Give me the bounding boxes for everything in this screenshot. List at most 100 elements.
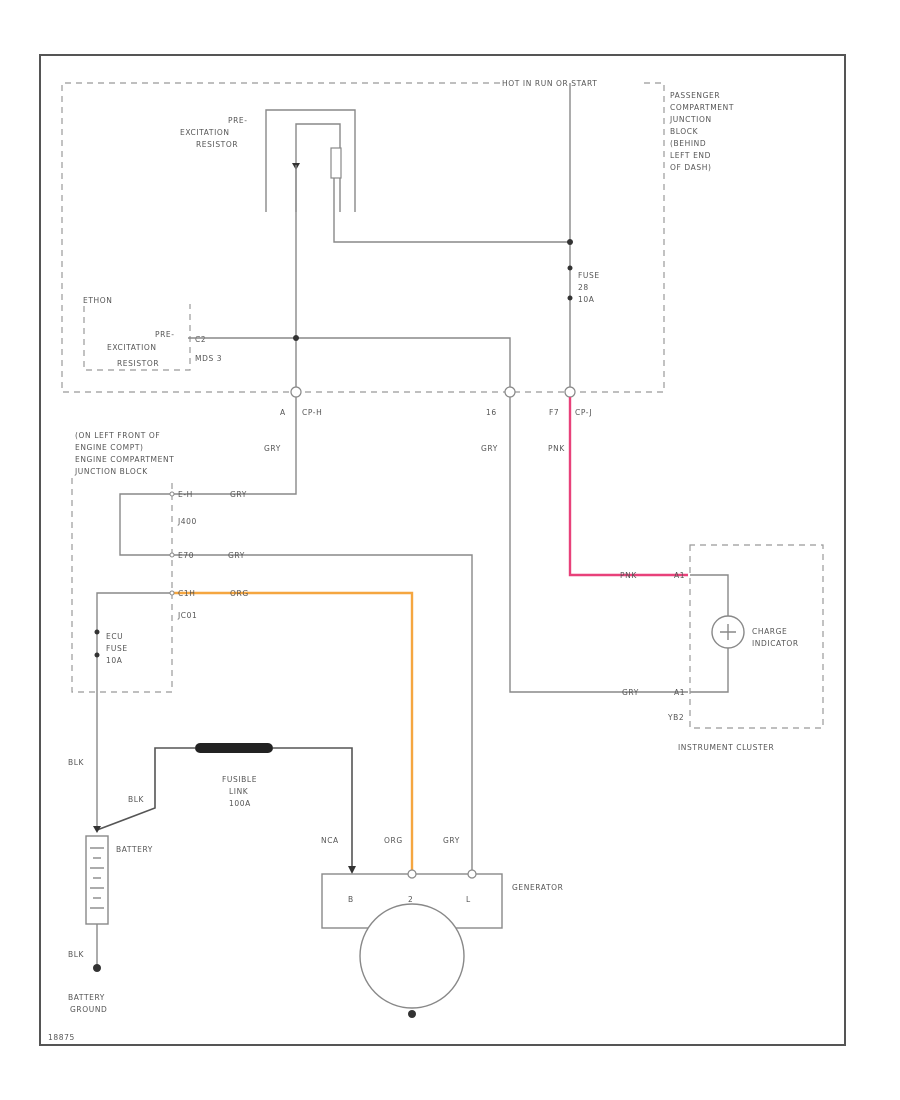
ecu-fuse-label-2: FUSE <box>106 644 128 653</box>
gry-wire-to-generator-l <box>172 554 473 872</box>
pre-resistor-b-label-2: EXCITATION <box>107 343 157 352</box>
fuse-contact-bottom <box>567 295 573 301</box>
fusible-link-label-1: FUSIBLE <box>222 775 257 784</box>
generator-b-terminal: B <box>348 895 354 904</box>
ethon-label: ETHON <box>83 296 112 305</box>
pcjb-label-1: PASSENGER <box>670 91 720 100</box>
fusible-link-to-generator-b <box>273 747 353 872</box>
ecjb-gry-mid-label: GRY <box>228 551 245 560</box>
fuse-contact-top <box>567 265 573 271</box>
ecjb-outline <box>71 478 173 693</box>
charge-indicator-lamp-filament <box>720 624 736 640</box>
instrument-cluster-label: INSTRUMENT CLUSTER <box>678 743 774 752</box>
fusible-link-label-3: 100A <box>229 799 251 808</box>
blk-wire-label-3: BLK <box>68 950 85 959</box>
gry-wire-to-cluster <box>509 397 688 693</box>
cluster-pin-a1-top: A1 <box>674 571 685 580</box>
generator-2-terminal: 2 <box>408 895 413 904</box>
ecu-fuse-label-1: ECU <box>106 632 123 641</box>
bus-splice <box>293 335 299 341</box>
pre-resistor-b-label-1: PRE- <box>155 330 175 339</box>
fuse-28-label-2: 28 <box>578 283 589 292</box>
pin-a-label: A <box>280 408 286 417</box>
generator-l-pin <box>467 869 477 879</box>
blk-wire-label-1: BLK <box>68 758 85 767</box>
fuse-28-label-3: 10A <box>578 295 595 304</box>
pcjb-label-7: OF DASH) <box>670 163 712 172</box>
pnk-wire-label-2: PNK <box>620 571 637 580</box>
pcjb-label-4: BLOCK <box>670 127 699 136</box>
fuse-28-label-1: FUSE <box>578 271 600 280</box>
cluster-yb2-label: YB2 <box>667 713 684 722</box>
battery-ground-label-2: GROUND <box>70 1005 107 1014</box>
gry-wire-label-2: GRY <box>481 444 498 453</box>
mds-label: MDS 3 <box>195 354 222 363</box>
diagram-code: 18875 <box>48 1033 75 1042</box>
nca-wire-label: NCA <box>321 836 339 845</box>
resistor-to-feed-wire <box>333 178 570 243</box>
org-wire-label-2: ORG <box>384 836 403 845</box>
ecjb-label-2: ENGINE COMPT) <box>75 443 144 452</box>
connector-cp-h-pin <box>290 386 302 398</box>
connector-16-pin <box>504 386 516 398</box>
ecjb-c1h-label: C1H <box>178 589 195 598</box>
pin-f7-label: F7 <box>549 408 559 417</box>
ecjb-jc01-label: JC01 <box>177 611 197 620</box>
pcjb-label-5: (BEHIND <box>670 139 706 148</box>
pre-resistor-label-3: RESISTOR <box>196 140 238 149</box>
charge-indicator-label-2: INDICATOR <box>752 639 799 648</box>
cp-j-label: CP-J <box>575 408 592 417</box>
generator-b-arrow <box>348 866 356 874</box>
battery-symbol <box>85 835 109 925</box>
ecjb-gry-top-label: GRY <box>230 490 247 499</box>
generator-l-terminal: L <box>466 895 471 904</box>
passenger-junction-block-outline <box>61 82 665 393</box>
blk-wire-label-2: BLK <box>128 795 145 804</box>
ecjb-label-4: JUNCTION BLOCK <box>74 467 148 476</box>
connector-cp-j-pin <box>564 386 576 398</box>
gry-wire-cp-h <box>172 397 297 495</box>
ecjb-e-h-label: E-H <box>178 490 193 499</box>
hot-in-run-label: HOT IN RUN OR START <box>502 79 597 88</box>
ecjb-pin-e-h <box>169 491 175 497</box>
pcjb-internal-bus <box>188 337 511 392</box>
generator-label: GENERATOR <box>512 883 563 892</box>
orange-wire <box>172 591 414 872</box>
pink-wire <box>568 397 688 577</box>
ecjb-label-1: (ON LEFT FRONT OF <box>75 431 160 440</box>
blk-wire-battery-to-fusible-link <box>96 747 195 831</box>
pre-resistor-label-2: EXCITATION <box>180 128 230 137</box>
battery-positive-arrow <box>93 826 101 833</box>
ecjb-org-label: ORG <box>230 589 249 598</box>
battery-ground-label-1: BATTERY <box>68 993 105 1002</box>
pcjb-label-6: LEFT END <box>670 151 711 160</box>
ecjb-pin-c1h <box>169 590 175 596</box>
gry-wire-label-3: GRY <box>622 688 639 697</box>
pnk-wire-label-1: PNK <box>548 444 565 453</box>
battery-ground-point <box>93 964 101 972</box>
ecu-fuse-contact-top <box>94 629 100 635</box>
pre-resistor-label-1: PRE- <box>228 116 248 125</box>
ecjb-label-3: ENGINE COMPARTMENT <box>75 455 174 464</box>
pcjb-label-2: COMPARTMENT <box>670 103 734 112</box>
ethon-box-outline <box>83 304 191 371</box>
battery-label: BATTERY <box>116 845 153 854</box>
ecu-fuse-feed <box>96 592 172 830</box>
c2-label: C2 <box>195 335 206 344</box>
generator-body <box>359 903 465 1009</box>
pre-resistor-element <box>330 147 342 179</box>
instrument-cluster-outline <box>689 544 824 729</box>
ecjb-e70-label: E70 <box>178 551 194 560</box>
feed-splice <box>567 239 573 245</box>
generator-ground-point <box>408 1010 416 1018</box>
generator-2-pin <box>407 869 417 879</box>
ecjb-pin-e70 <box>169 552 175 558</box>
pre-resistor-bracket <box>265 109 356 212</box>
charge-indicator-label-1: CHARGE <box>752 627 787 636</box>
cluster-pin-a1-bottom: A1 <box>674 688 685 697</box>
ecjb-jumper <box>119 493 172 556</box>
ecu-fuse-contact-bottom <box>94 652 100 658</box>
gry-wire-label-1: GRY <box>264 444 281 453</box>
ecjb-j400-label: J400 <box>177 517 197 526</box>
gry-wire-label-4: GRY <box>443 836 460 845</box>
